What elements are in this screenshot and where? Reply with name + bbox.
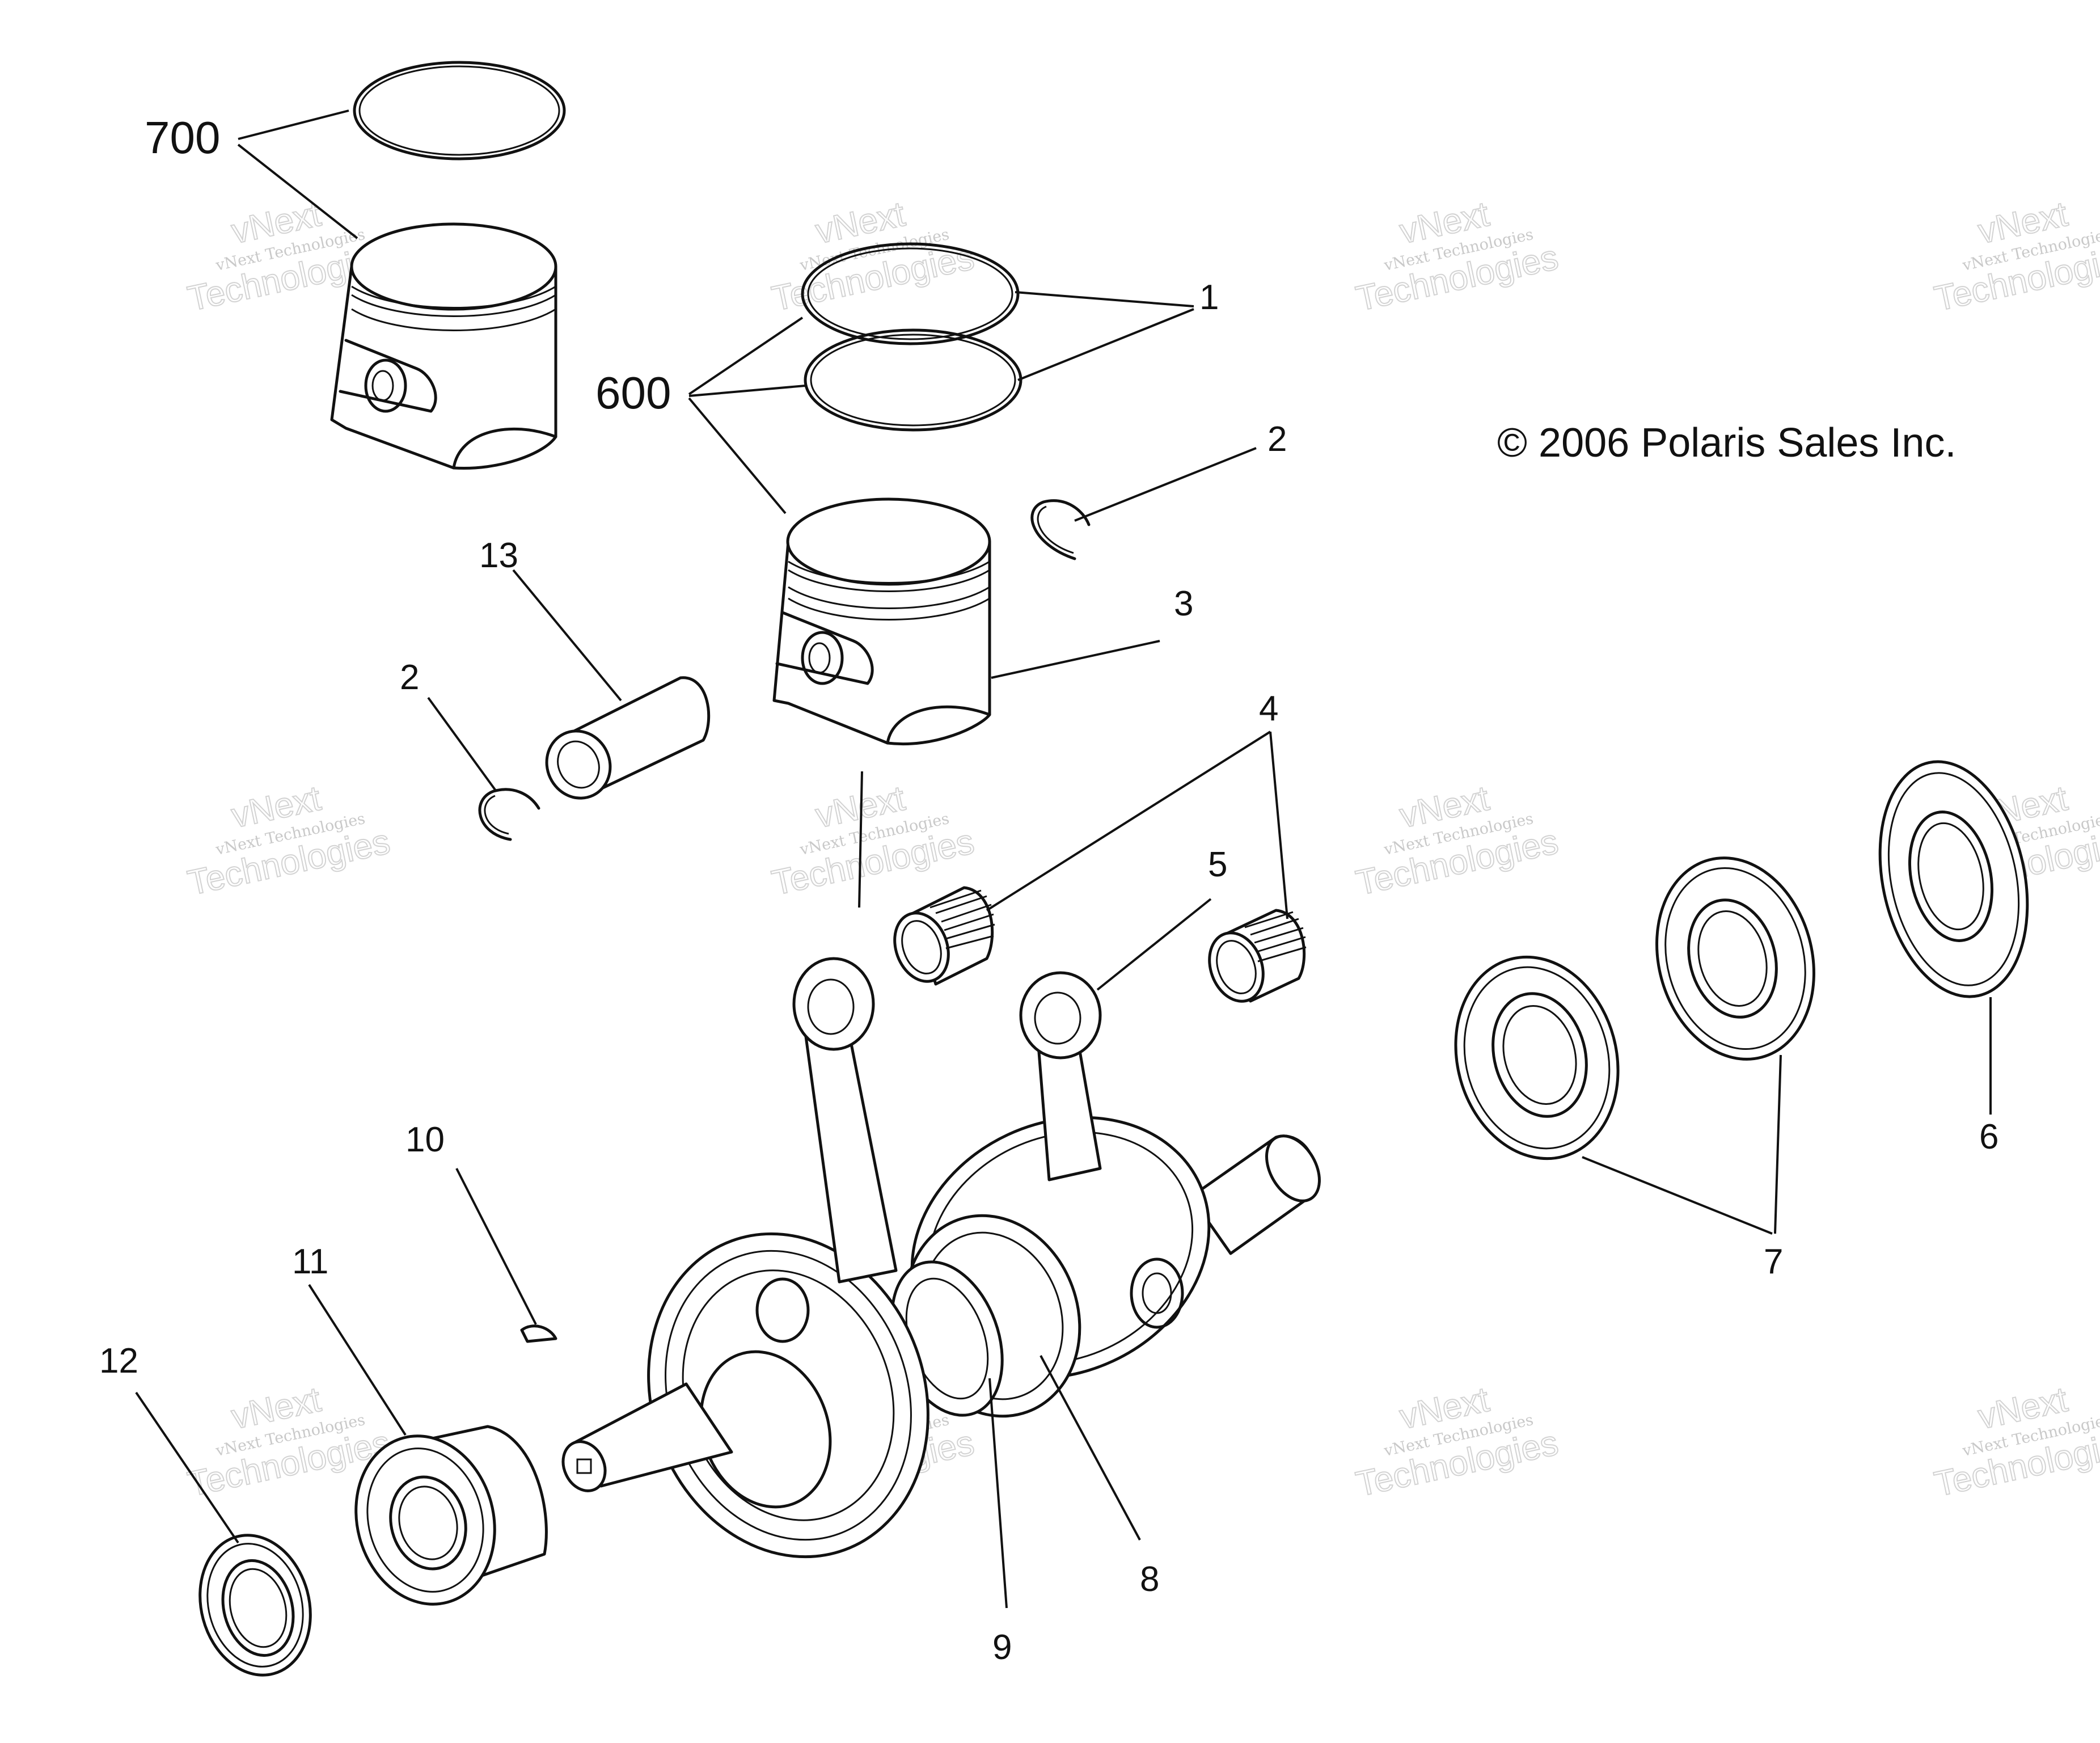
piston-pin-13	[545, 676, 711, 800]
piston-ring-700	[353, 61, 566, 161]
callouts: 700 600 1 2 3 13 2 4 5 6 7 8 9 10 11 12	[99, 112, 1998, 1667]
callout-13: 13	[479, 536, 518, 575]
callout-600: 600	[595, 368, 671, 418]
bearing-7-right	[1655, 856, 1815, 1061]
callout-3: 3	[1174, 584, 1193, 623]
circlip-left	[478, 788, 540, 841]
crankshaft-assembly	[561, 957, 1321, 1559]
callout-12: 12	[99, 1341, 138, 1381]
bearing-7-left	[1454, 955, 1620, 1160]
piston-3	[772, 497, 991, 745]
callout-8: 8	[1140, 1560, 1159, 1599]
oil-seal-12	[198, 1534, 312, 1677]
needle-bearing-left	[893, 886, 995, 986]
callout-2: 2	[1267, 420, 1287, 459]
callout-700: 700	[145, 112, 220, 163]
circlip-right	[1030, 499, 1091, 560]
leader-lines	[135, 109, 1992, 1609]
woodruff-key-10	[520, 1324, 557, 1343]
copyright-notice: © 2006 Polaris Sales Inc.	[1497, 420, 1956, 466]
main-bearing-11	[354, 1425, 548, 1606]
callout-10: 10	[405, 1120, 445, 1159]
callout-11: 11	[292, 1242, 328, 1281]
seal-6	[1878, 760, 2029, 998]
callout-2: 2	[400, 658, 419, 697]
needle-bearing-right	[1208, 909, 1307, 1003]
callout-7: 7	[1764, 1242, 1783, 1281]
piston-ring-upper	[801, 242, 1020, 345]
callout-4: 4	[1259, 689, 1278, 728]
callout-9: 9	[992, 1628, 1012, 1667]
callout-6: 6	[1979, 1117, 1998, 1157]
piston-700	[330, 222, 557, 470]
callout-5: 5	[1208, 845, 1227, 884]
callout-1: 1	[1199, 278, 1219, 317]
